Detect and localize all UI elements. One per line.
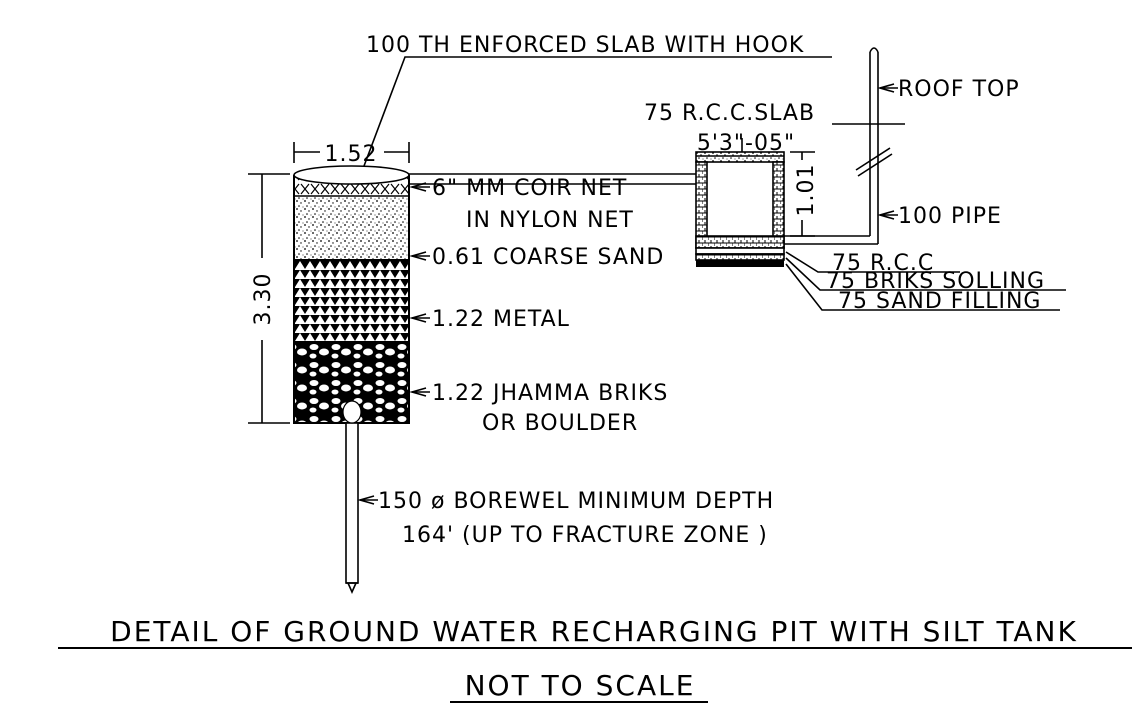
fracture-zone-label: 164' (UP TO FRACTURE ZONE ) <box>402 523 768 548</box>
slab-leader: 100 TH ENFORCED SLAB WITH HOOK <box>363 33 832 167</box>
tank-height-label: 1.01 <box>794 164 819 217</box>
recharge-pit <box>293 165 410 594</box>
tank-top-labels: 75 R.C.C.SLAB 5'3"-05" 1.01 <box>644 101 905 237</box>
metal-label: 1.22 METAL <box>432 307 570 332</box>
briks-solling-label: 75 BRIKS SOLLING <box>826 269 1045 294</box>
sand-filling-label: 75 SAND FILLING <box>838 289 1041 314</box>
layer-labels: 6" MM COIR NET IN NYLON NET 0.61 COARSE … <box>357 176 774 548</box>
tank-left-wall <box>695 161 708 249</box>
pit-width-label: 1.52 <box>325 142 378 167</box>
silt-tank <box>695 151 785 267</box>
rcc-slab-label: 75 R.C.C.SLAB <box>644 101 815 126</box>
nylon-net-label: IN NYLON NET <box>466 208 634 233</box>
borewell-pipe <box>345 422 359 584</box>
tank-width-label: 5'3"-05" <box>697 131 795 156</box>
rcc-label: 75 R.C.C <box>832 251 934 276</box>
roof-pipe: ROOF TOP 100 PIPE <box>784 47 1020 245</box>
pit-depth-label: 3.30 <box>251 273 276 326</box>
borewel-label: 150 ø BOREWEL MINIMUM DEPTH <box>378 489 774 514</box>
coarse-sand-layer <box>294 196 409 260</box>
tank-sand-filling <box>696 260 784 267</box>
tank-slab <box>695 151 785 163</box>
enforced-slab <box>293 165 410 185</box>
roof-top-label: ROOF TOP <box>898 77 1020 102</box>
drawing-title-block: DETAIL OF GROUND WATER RECHARGING PIT WI… <box>58 615 1132 703</box>
tank-right-wall <box>772 161 785 249</box>
coarse-sand-label: 0.61 COARSE SAND <box>432 245 664 270</box>
slab-hook-label: 100 TH ENFORCED SLAB WITH HOOK <box>366 33 804 58</box>
base-layer-labels: 75 R.C.C 75 BRIKS SOLLING 75 SAND FILLIN… <box>785 251 1066 314</box>
pit-width-dimension: 1.52 <box>293 142 410 167</box>
tank-base <box>695 235 785 249</box>
metal-layer <box>294 260 409 342</box>
jhamma-label: 1.22 JHAMMA BRIKS <box>432 381 668 406</box>
inlet-pipe <box>409 173 696 185</box>
boulder-label: OR BOULDER <box>482 411 638 436</box>
pipe-label: 100 PIPE <box>898 204 1002 229</box>
pit-depth-dimension: 3.30 <box>248 173 290 424</box>
coir-net-label: 6" MM COIR NET <box>432 176 627 201</box>
drawing-title: DETAIL OF GROUND WATER RECHARGING PIT WI… <box>110 615 1078 648</box>
drawing-subtitle: NOT TO SCALE <box>465 669 696 702</box>
